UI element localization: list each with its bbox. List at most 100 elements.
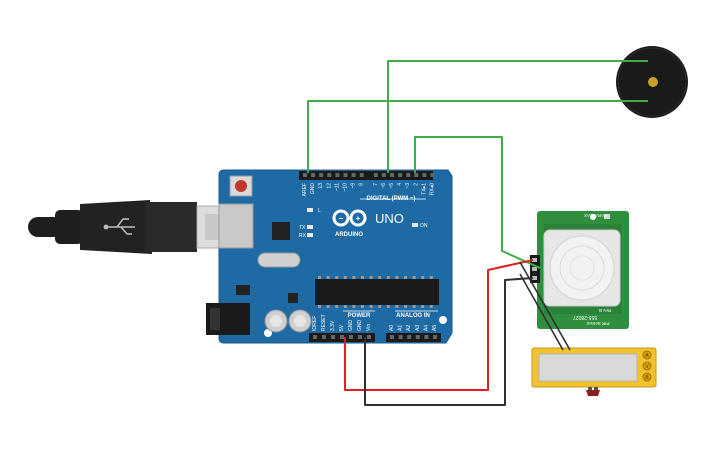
- header-pin[interactable]: [359, 173, 364, 177]
- pin-label: 13: [318, 183, 324, 189]
- usb-port: [218, 203, 254, 249]
- header-pin[interactable]: [340, 335, 344, 339]
- wire-pir-battery-1[interactable]: [519, 261, 571, 351]
- pir-brand-label: PARALLAX: [584, 213, 607, 218]
- header-pin[interactable]: [349, 335, 353, 339]
- svg-text:RX: RX: [299, 233, 307, 239]
- wire-pir-battery-2[interactable]: [519, 273, 564, 351]
- wire-buzzer-gnd[interactable]: [307, 100, 648, 173]
- battery-pack-icon[interactable]: AVB: [531, 347, 657, 396]
- power-header-label: POWER: [348, 313, 371, 319]
- header-pin[interactable]: [335, 173, 340, 177]
- pin-label: ~3: [405, 183, 411, 189]
- header-pin[interactable]: [390, 335, 394, 339]
- pin-label: 8: [359, 183, 365, 186]
- pin-label: 4: [397, 183, 403, 186]
- brand-label: ARDUINO: [335, 232, 363, 238]
- header-pin[interactable]: [351, 173, 356, 177]
- header-pin[interactable]: [331, 335, 335, 339]
- pin-label: A3: [415, 325, 421, 331]
- header-pin[interactable]: [430, 173, 435, 177]
- pin-label: TX▸1: [421, 183, 427, 195]
- header-pin[interactable]: [303, 173, 307, 177]
- digital-header-label: DIGITAL (PWM ~): [367, 196, 416, 202]
- wires: [307, 60, 648, 406]
- capacitors: [264, 309, 312, 333]
- pir-part-label: 555-28027: [573, 314, 597, 320]
- pin-label: A4: [423, 325, 429, 331]
- pin-label: RESET: [321, 314, 327, 331]
- pin-label: GND: [310, 183, 316, 195]
- wire-gnd[interactable]: [364, 277, 534, 406]
- wire-buzzer-pin5[interactable]: [387, 60, 648, 173]
- header-pin[interactable]: [414, 173, 419, 177]
- svg-text:ON: ON: [420, 223, 428, 229]
- battery-terminal[interactable]: [642, 350, 652, 360]
- pin-label: RX◂0: [430, 183, 436, 195]
- header-pin[interactable]: [415, 335, 420, 339]
- header-pin[interactable]: [322, 335, 326, 339]
- header-pin[interactable]: [407, 335, 412, 339]
- pin-label: A0: [389, 325, 395, 331]
- pir-sensor-icon[interactable]: PARALLAX 555-28027 Rev B PIR Sensor: [530, 211, 629, 329]
- wire-5v[interactable]: [344, 259, 534, 391]
- battery-terminal[interactable]: [642, 372, 652, 382]
- header-pin[interactable]: [398, 173, 403, 177]
- wire-pir-signal[interactable]: [414, 136, 541, 269]
- pin-label: A2: [406, 325, 412, 331]
- svg-text:TX: TX: [299, 225, 306, 231]
- header-pin[interactable]: [433, 335, 437, 339]
- header-pin[interactable]: [313, 335, 317, 339]
- pir-label: PIR Sensor: [586, 321, 610, 326]
- status-leds: L TX RX ON: [299, 208, 428, 239]
- header-pin[interactable]: [327, 173, 332, 177]
- header-pin[interactable]: [319, 173, 324, 177]
- header-pin[interactable]: [381, 173, 386, 177]
- analog-header-label: ANALOG IN: [396, 313, 430, 319]
- header-pin[interactable]: [311, 173, 316, 177]
- header-pin[interactable]: [406, 173, 411, 177]
- arduino-logo: − +: [332, 209, 367, 227]
- battery-terminal[interactable]: [642, 361, 652, 371]
- header-pin[interactable]: [390, 173, 394, 177]
- header-pin[interactable]: [422, 173, 427, 177]
- usb-plug-icon: [28, 200, 248, 254]
- digital-header-pins: [303, 173, 435, 177]
- pin-label: Vin: [366, 324, 372, 331]
- pin-label: GND: [348, 320, 354, 332]
- battery-terminal-label: V: [645, 364, 649, 370]
- header-pin[interactable]: [343, 173, 348, 177]
- header-pin[interactable]: [373, 173, 378, 177]
- pin-label: ~11: [334, 183, 340, 191]
- pin-label: ~10: [343, 183, 349, 192]
- svg-text:+: +: [356, 214, 361, 223]
- pin-label: A1: [398, 325, 404, 331]
- atmega-chip: [315, 276, 439, 308]
- pin-label: IOREF: [312, 316, 318, 331]
- header-pin[interactable]: [367, 335, 371, 339]
- header-pin[interactable]: [398, 335, 403, 339]
- header-pin[interactable]: [358, 335, 362, 339]
- battery-terminals: AVB: [642, 350, 652, 382]
- svg-text:L: L: [318, 208, 321, 214]
- svg-text:−: −: [339, 214, 344, 223]
- pin-label: 7: [373, 183, 379, 186]
- pin-label: ~5: [389, 183, 395, 189]
- pin-label: ~6: [381, 183, 387, 189]
- analog-header-strip: [386, 333, 441, 342]
- reset-button[interactable]: [229, 175, 253, 197]
- board-model-label: UNO: [375, 211, 404, 226]
- usb-chip: [272, 222, 290, 240]
- header-pin[interactable]: [424, 335, 429, 339]
- pin-label: 3.3V: [330, 320, 336, 331]
- power-jack: [206, 303, 250, 335]
- piezo-buzzer-icon[interactable]: [616, 46, 688, 118]
- analog-header-pins: [390, 335, 437, 339]
- battery-terminal-label: B: [645, 375, 649, 381]
- battery-terminal-label: A: [645, 353, 649, 359]
- pin-label: GND: [357, 320, 363, 332]
